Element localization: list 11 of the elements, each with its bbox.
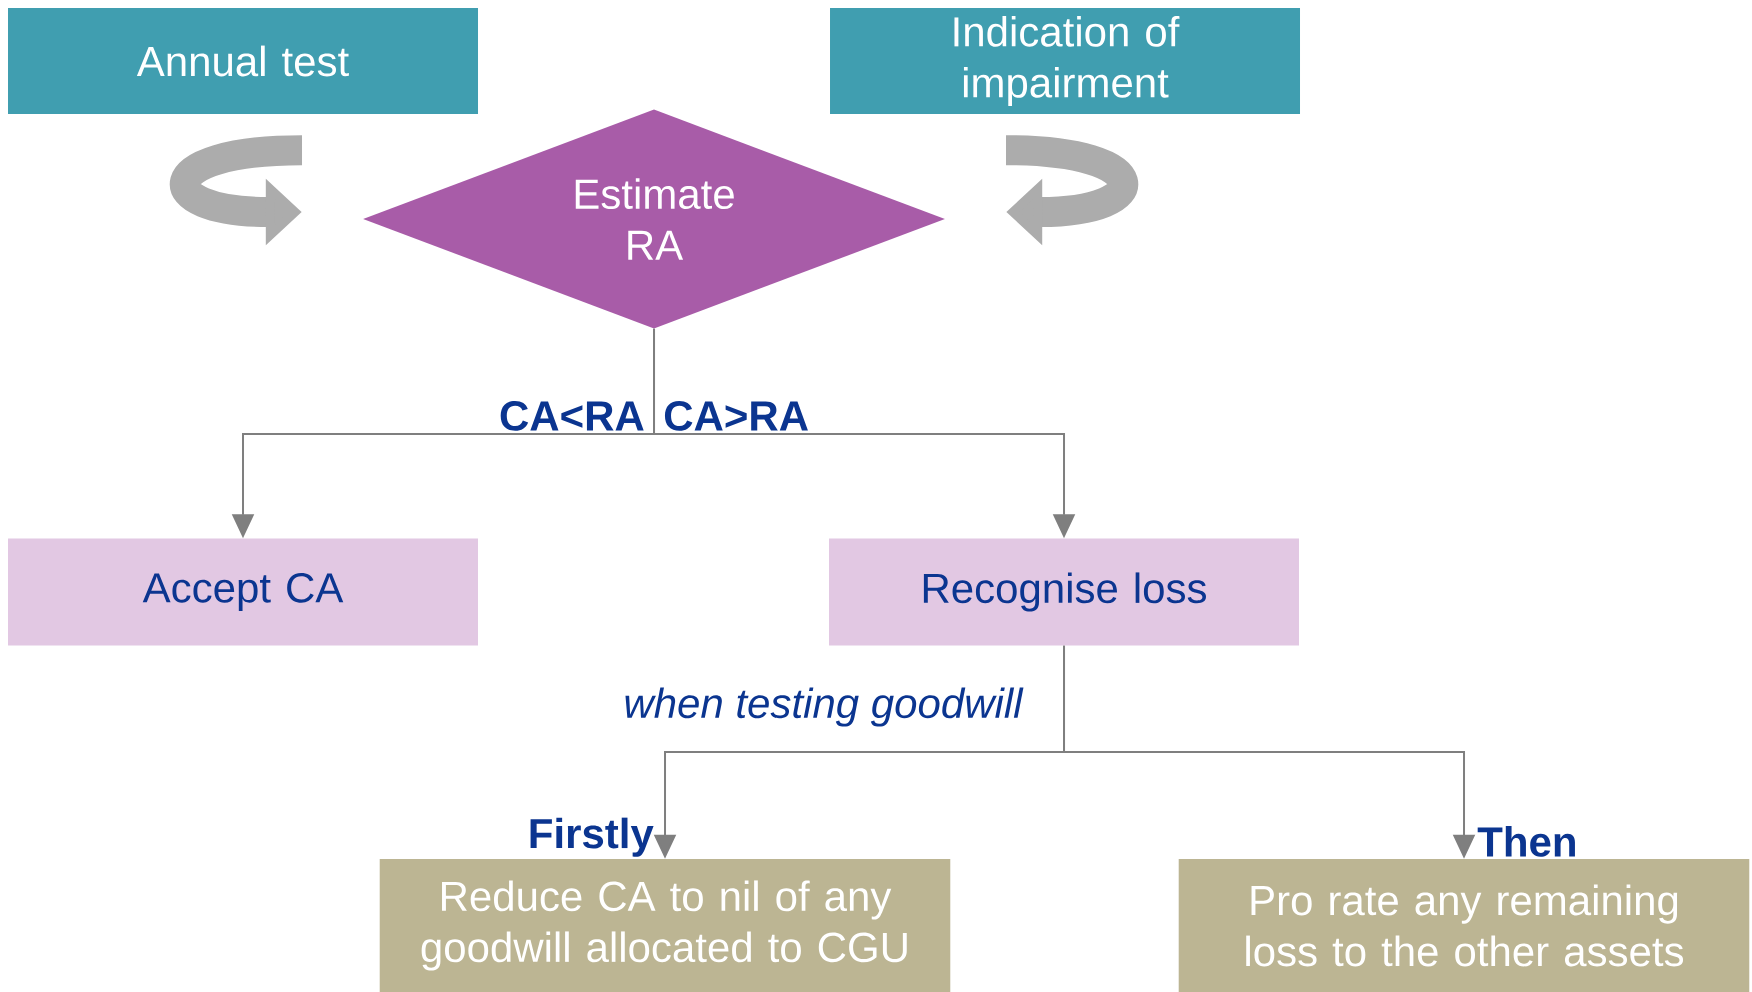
edge-label: Firstly — [530, 817, 654, 857]
note-label: when testing goodwill — [625, 687, 1024, 727]
header-box: Annual test — [8, 8, 478, 114]
edge-label: CA<RA — [500, 401, 644, 431]
process-box: Pro rate any remaining loss to the other assets — [1178, 859, 1750, 992]
edge-label: CA>RA — [664, 401, 808, 431]
process-box: Recognise loss — [829, 538, 1299, 646]
process-box: Reduce CA to nil of any goodwill allocated to CGU — [379, 859, 951, 992]
process-box: Accept CA — [8, 538, 478, 646]
header-box: Indication of impairment — [830, 8, 1300, 114]
edge-label: Then — [1477, 825, 1575, 857]
